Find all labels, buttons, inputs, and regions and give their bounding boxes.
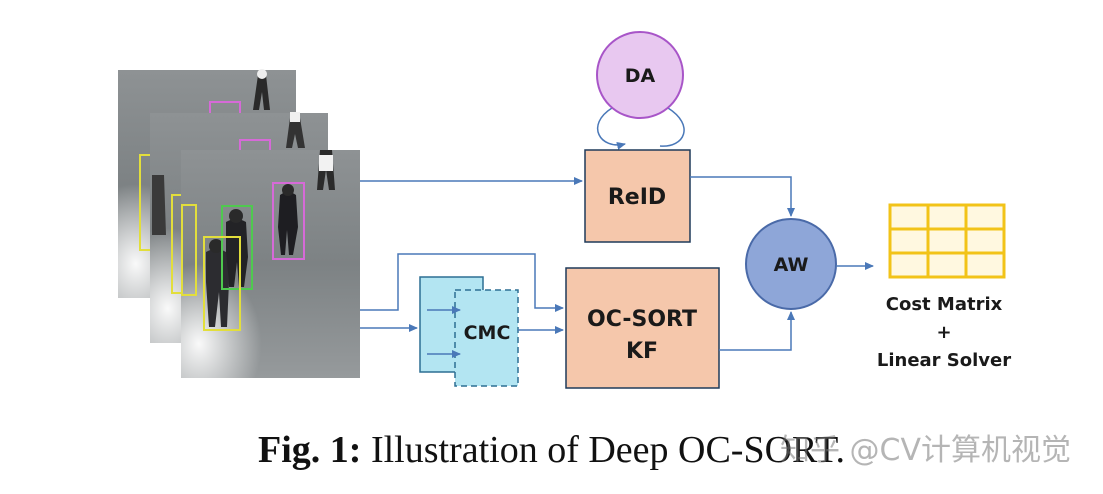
arrow-reid-to-aw (690, 176, 795, 217)
da-node: DA (596, 31, 685, 150)
video-frames-stack (118, 69, 360, 378)
figure-caption: Fig. 1: Illustration of Deep OC-SORT. (0, 428, 1103, 472)
cmc-node: CMC (419, 276, 519, 387)
arrow-ocsort-to-aw (719, 311, 795, 351)
kf-label: KF (626, 339, 658, 364)
pedestrian-figure (253, 75, 270, 110)
pedestrian-figure (278, 192, 298, 255)
da-loop-arrow-return (659, 107, 685, 147)
ocsort-kf-node: OC-SORT KF (565, 267, 720, 389)
cost-matrix-label: Cost Matrix (886, 294, 1003, 315)
da-label: DA (625, 65, 656, 87)
cost-matrix-grid-icon (888, 203, 1006, 279)
reid-label: ReID (608, 185, 666, 210)
connectors (360, 176, 874, 351)
reid-node: ReID (584, 149, 691, 243)
da-loop-arrow (596, 107, 626, 150)
watermark: 知乎 @CV计算机视觉 (780, 433, 1072, 468)
linear-solver-label: Linear Solver (877, 350, 1011, 371)
pedestrian-figure (206, 249, 229, 327)
cmc-label: CMC (464, 322, 511, 344)
aw-node: AW (745, 218, 837, 310)
pedestrian-figure (286, 118, 305, 148)
arrow-frames-to-ocsort (360, 253, 564, 312)
video-frame-front (181, 150, 360, 378)
detection-box-yellow (181, 204, 197, 296)
aw-label: AW (774, 254, 809, 276)
caption-text: Illustration of Deep OC-SORT. (361, 429, 845, 471)
plus-label: + (936, 322, 951, 343)
detection-box-pink (272, 182, 305, 260)
ocsort-label: OC-SORT (587, 307, 697, 332)
detection-box-yellow (203, 236, 241, 331)
caption-label: Fig. 1: (258, 429, 362, 471)
detection-box-green (221, 205, 253, 290)
pedestrian-figure (152, 175, 166, 235)
